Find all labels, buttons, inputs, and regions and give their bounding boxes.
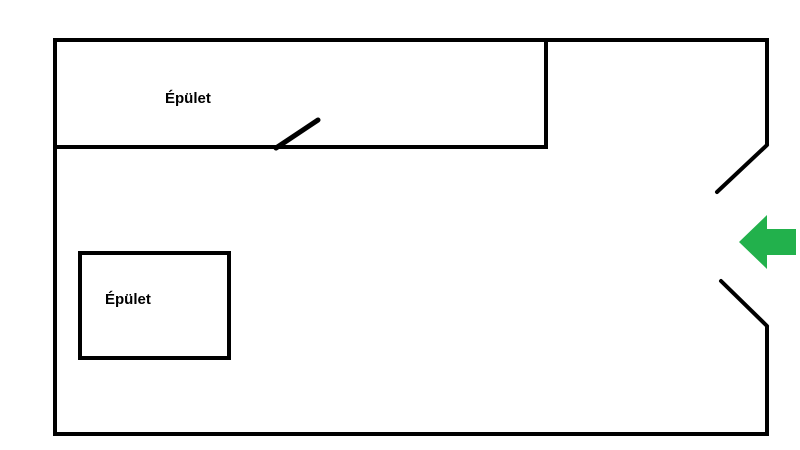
building-top-outline — [55, 40, 548, 149]
arrow-left-icon — [739, 215, 796, 269]
gate-leaf-top — [715, 143, 769, 194]
gate-leaf-bottom — [719, 279, 769, 328]
building-top-door — [273, 117, 321, 151]
building-left-label: Épület — [105, 291, 151, 308]
building-top-label: Épület — [165, 90, 211, 107]
site-boundary — [53, 38, 769, 436]
building-left-outline — [78, 251, 231, 360]
